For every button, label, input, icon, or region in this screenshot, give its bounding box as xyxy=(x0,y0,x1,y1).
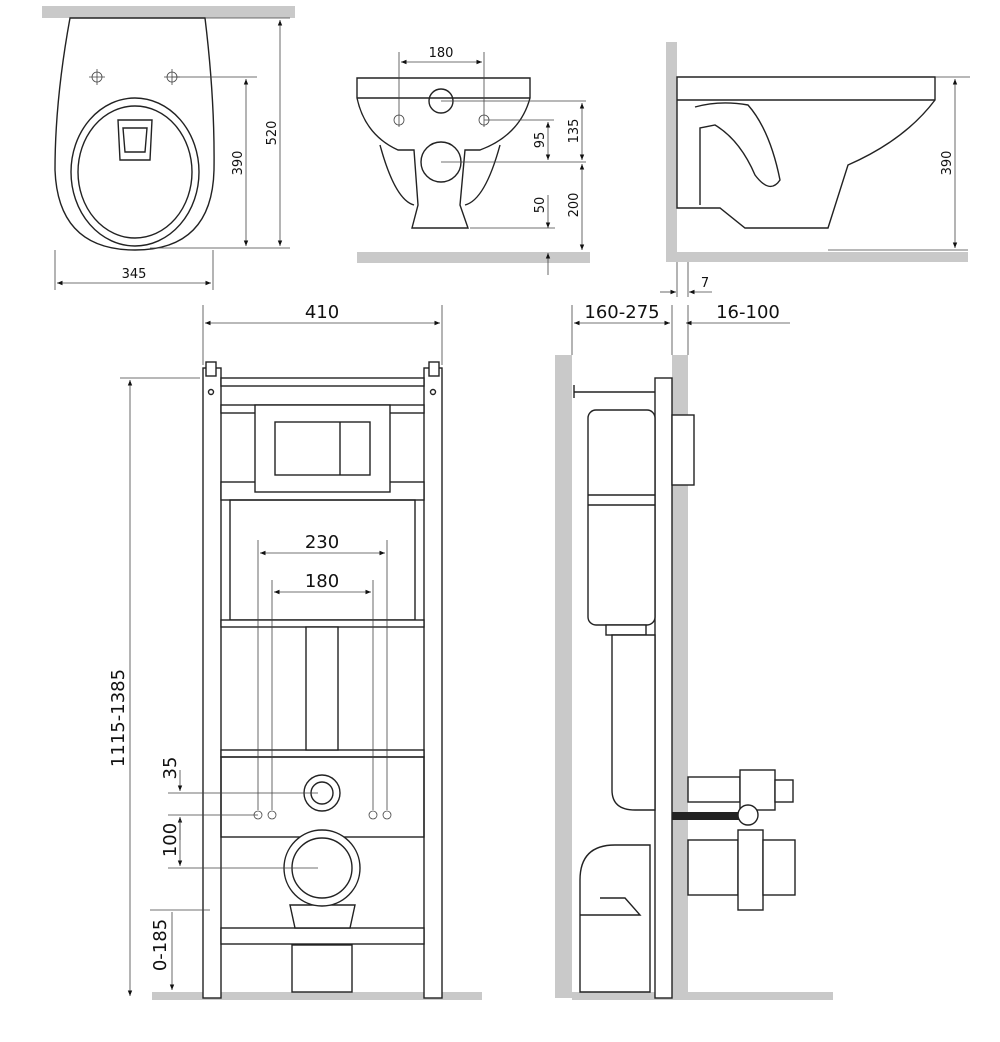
dim-520: 520 xyxy=(265,121,280,146)
dim-7: 7 xyxy=(701,276,709,291)
frame-front-view: 410 230 180 1115-1385 35 100 0-185 xyxy=(108,302,482,1000)
flush-plate[interactable] xyxy=(254,404,391,493)
toilet-top-view: 520 390 345 xyxy=(42,6,295,290)
dim-35: 35 xyxy=(160,757,181,780)
dim-100: 100 xyxy=(160,823,181,857)
frame-side-view: 160-275 16-100 xyxy=(555,302,833,1000)
dim-0-185: 0-185 xyxy=(150,919,171,971)
dim-50: 50 xyxy=(533,197,548,214)
dim-1115-1385: 1115-1385 xyxy=(108,669,129,767)
dim-180: 180 xyxy=(305,571,339,592)
dim-95: 95 xyxy=(533,132,548,149)
dim-345: 345 xyxy=(122,267,147,282)
dim-230: 230 xyxy=(305,532,339,553)
dim-180-top: 180 xyxy=(429,46,454,61)
toilet-front-view: 180 135 95 200 50 xyxy=(356,46,590,275)
dim-160-275: 160-275 xyxy=(584,302,659,323)
dim-390: 390 xyxy=(231,151,246,176)
wall-bar xyxy=(42,6,295,18)
dim-410: 410 xyxy=(305,302,339,323)
dim-200: 200 xyxy=(567,193,582,218)
floor-bar xyxy=(357,252,590,263)
dim-135: 135 xyxy=(567,119,582,144)
dim-16-100: 16-100 xyxy=(716,302,780,323)
toilet-side-view: 390 7 xyxy=(660,42,970,297)
dim-390-side: 390 xyxy=(940,151,955,176)
